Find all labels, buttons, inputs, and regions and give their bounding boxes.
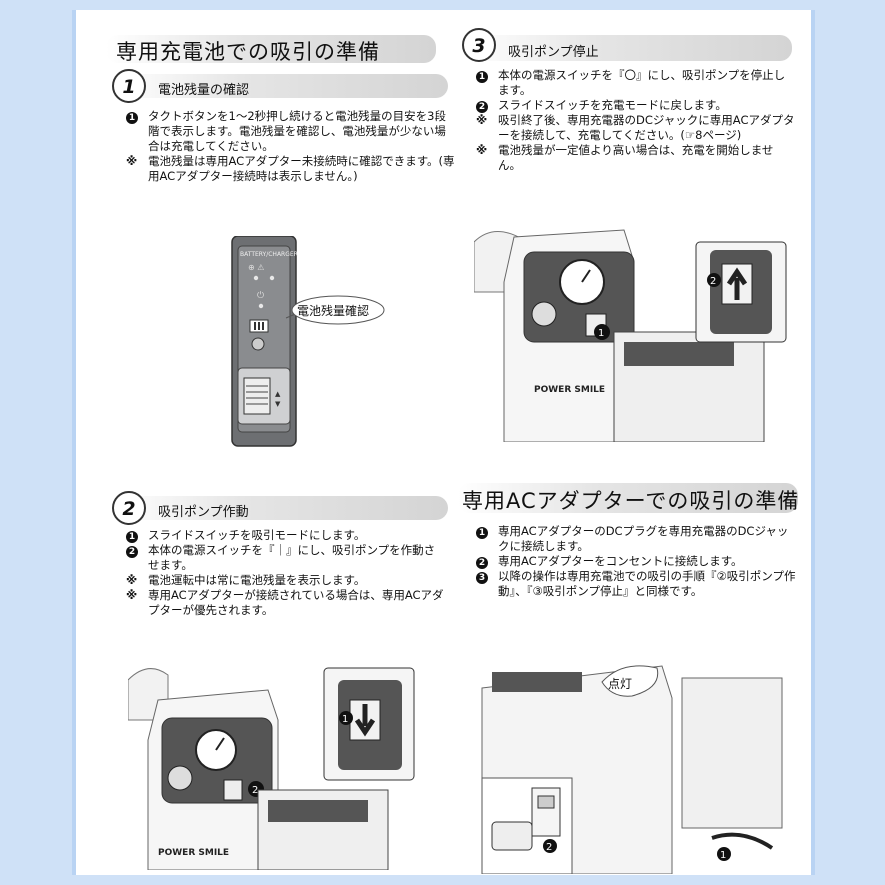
svg-text:1: 1	[342, 714, 348, 725]
svg-text:2: 2	[546, 842, 552, 853]
device-figure-pump-off: 1 POWER SMILE 2	[474, 229, 787, 442]
device-figure-ac-adapter: 点灯 2 1	[481, 665, 783, 874]
list-item: ※吸引終了後、専用充電器のDCジャックに専用ACアダプターを接続して、充電してく…	[476, 113, 795, 142]
ac-title-bar	[458, 483, 798, 513]
list-item: ※専用ACアダプターが接続されている場合は、専用ACアダプターが優先されます。	[126, 588, 444, 617]
step3-heading: 吸引ポンプ停止	[508, 45, 599, 60]
battery-panel-figure: BATTERY/CHARGER ⊕ ⚠ ⏻ ▲ ▼ 電池残量確認	[231, 236, 385, 447]
step2-heading: 吸引ポンプ作動	[158, 505, 249, 520]
svg-text:1: 1	[598, 328, 604, 339]
step2-bar	[112, 496, 448, 520]
list-item: ※電池残量は専用ACアダプター未接続時に確認できます。(専用ACアダプター接続時…	[126, 154, 455, 183]
svg-text:1: 1	[720, 850, 726, 861]
list-item: ※電池残量が一定値より高い場合は、充電を開始しません。	[476, 143, 774, 172]
section-title-battery: 専用充電池での吸引の準備	[116, 40, 380, 64]
step3-number: 3	[462, 28, 496, 62]
step2-number: 2	[112, 491, 146, 525]
title-bar	[106, 35, 436, 63]
step3-bar	[468, 35, 792, 61]
panel-label: BATTERY/CHARGER	[240, 251, 298, 258]
list-item: ※電池運転中は常に電池残量を表示します。	[126, 573, 366, 587]
svg-text:2: 2	[710, 276, 716, 287]
device-brand: POWER SMILE	[158, 848, 229, 858]
svg-text:2: 2	[252, 785, 258, 796]
step1-heading: 電池残量の確認	[158, 83, 250, 98]
svg-text:⏻: ⏻	[257, 290, 264, 301]
svg-text:⊕ ⚠: ⊕ ⚠	[248, 263, 264, 272]
svg-text:▼: ▼	[275, 400, 281, 408]
device-brand: POWER SMILE	[534, 385, 605, 395]
battery-callout: 電池残量確認	[297, 303, 369, 318]
step1-number: 1	[112, 69, 146, 103]
svg-text:▲: ▲	[275, 390, 281, 398]
device-figure-pump-on: 2 POWER SMILE 1	[128, 667, 415, 870]
section-title-ac: 専用ACアダプターでの吸引の準備	[462, 489, 800, 513]
ac-callout: 点灯	[608, 677, 632, 691]
step1-bar	[112, 74, 448, 98]
